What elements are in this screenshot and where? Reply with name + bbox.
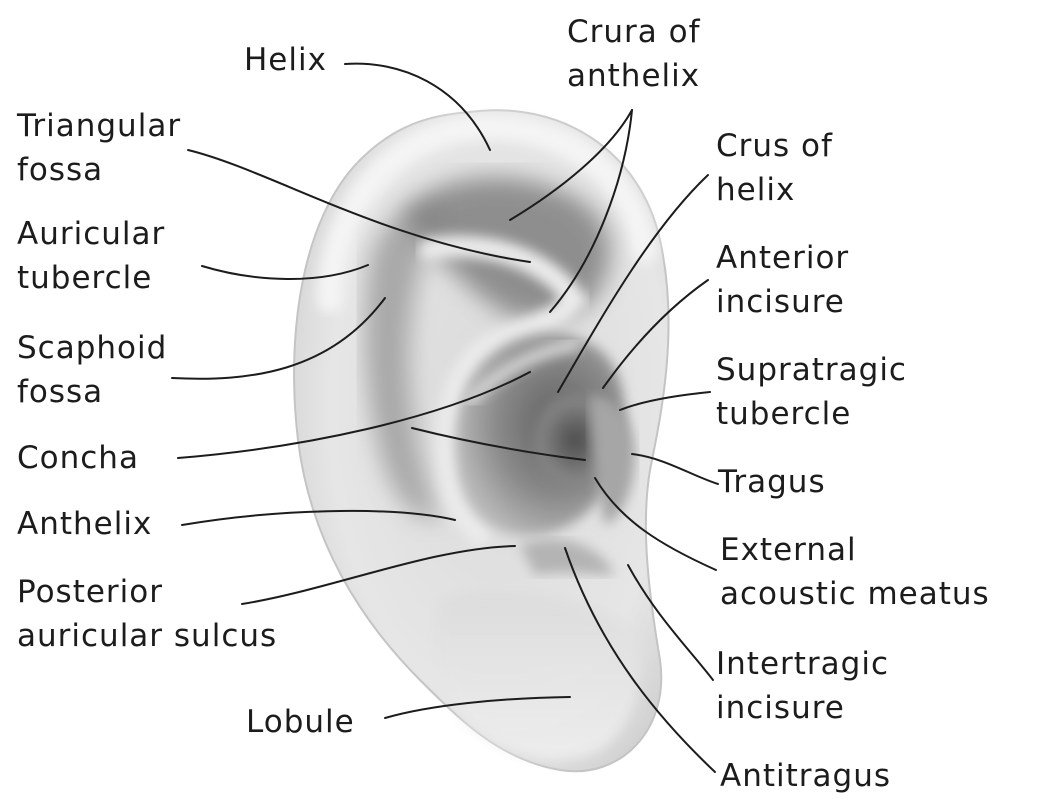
- label-crura-line-1: Crura of: [567, 10, 701, 54]
- label-posterior-line-1: Posterior: [17, 570, 277, 614]
- label-posterior-auricular-sulcus: Posterior auricular sulcus: [17, 570, 277, 658]
- label-scaphoid-line-1: Scaphoid: [17, 326, 167, 370]
- label-meatus-line-1: External: [720, 528, 990, 572]
- label-intertragic-line-2: incisure: [716, 686, 889, 730]
- label-crus-line-2: helix: [716, 168, 833, 212]
- label-scaphoid-fossa: Scaphoid fossa: [17, 326, 167, 414]
- label-external-acoustic-meatus: External acoustic meatus: [720, 528, 990, 616]
- label-auricular-line-2: tubercle: [17, 256, 165, 300]
- label-auricular-line-1: Auricular: [17, 212, 165, 256]
- label-triangular-line-1: Triangular: [17, 104, 181, 148]
- label-crura-line-2: anthelix: [567, 54, 701, 98]
- label-supratragic-line-2: tubercle: [716, 392, 907, 436]
- label-concha: Concha: [17, 436, 139, 480]
- label-meatus-line-2: acoustic meatus: [720, 572, 990, 616]
- label-helix: Helix: [244, 38, 327, 82]
- label-anthelix: Anthelix: [17, 502, 152, 546]
- label-auricular-tubercle: Auricular tubercle: [17, 212, 165, 300]
- label-anterior-line-1: Anterior: [716, 236, 849, 280]
- label-triangular-fossa: Triangular fossa: [17, 104, 181, 192]
- label-intertragic-line-1: Intertragic: [716, 642, 889, 686]
- label-crura-of-anthelix: Crura of anthelix: [567, 10, 701, 98]
- label-supratragic-line-1: Supratragic: [716, 348, 907, 392]
- label-tragus: Tragus: [718, 460, 826, 504]
- label-scaphoid-line-2: fossa: [17, 370, 167, 414]
- label-crus-line-1: Crus of: [716, 124, 833, 168]
- label-supratragic-tubercle: Supratragic tubercle: [716, 348, 907, 436]
- lobule-shape: [434, 592, 639, 760]
- label-posterior-line-2: auricular sulcus: [17, 614, 277, 658]
- label-antitragus: Antitragus: [720, 754, 891, 798]
- label-intertragic-incisure: Intertragic incisure: [716, 642, 889, 730]
- label-crus-of-helix: Crus of helix: [716, 124, 833, 212]
- label-anterior-incisure: Anterior incisure: [716, 236, 849, 324]
- label-lobule: Lobule: [246, 700, 355, 744]
- label-triangular-line-2: fossa: [17, 148, 181, 192]
- label-anterior-line-2: incisure: [716, 280, 849, 324]
